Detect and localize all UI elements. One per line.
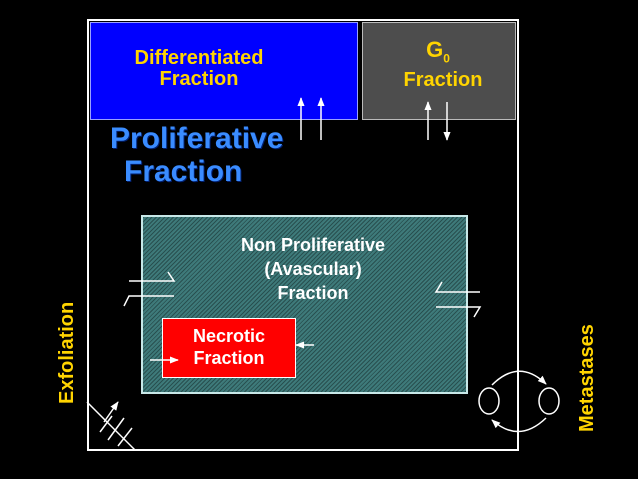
right-exchange-arrow-top [434, 281, 480, 293]
g0-label: G0 [363, 37, 513, 65]
differentiated-label-line1: Differentiated [134, 47, 264, 69]
proliferative-label-line2: Fraction [124, 155, 243, 188]
exfoliation-arrow [103, 401, 119, 423]
exfoliation-hatch-1 [99, 415, 113, 433]
g0-label-line2: Fraction [403, 69, 483, 91]
right-exchange-arrow-bottom [436, 306, 482, 318]
exfoliation-hatch-2 [107, 417, 125, 441]
g0-fraction-box: G0 Fraction [362, 22, 516, 120]
metastasis-cycle-arrow-bottom [491, 417, 547, 433]
necrotic-label-line1: Necrotic [192, 326, 266, 346]
exfoliation-hatch-3 [117, 427, 133, 447]
tumor-compartment-frame [87, 19, 519, 451]
differentiated-label-line2: Fraction [159, 68, 239, 90]
exfoliation-diagonal [86, 401, 136, 451]
left-exchange-arrow-top [129, 271, 176, 282]
non-proliferative-label-line3: Fraction [277, 283, 349, 303]
metastasis-cell-right [538, 387, 560, 415]
metastasis-cycle-arrow-top [491, 370, 547, 386]
g0-letter: G [426, 37, 444, 62]
non-proliferative-label-line1: Non Proliferative [240, 235, 386, 255]
necrotic-label-line2: Fraction [193, 348, 265, 368]
left-exchange-arrow-bottom [123, 295, 174, 307]
non-proliferative-label-line2: (Avascular) [264, 259, 362, 279]
differentiated-fraction-box: Differentiated Fraction [90, 22, 358, 120]
metastasis-cell-left [478, 387, 500, 415]
g0-subscript: 0 [443, 51, 450, 66]
proliferative-label-line1: Proliferative [110, 122, 284, 155]
